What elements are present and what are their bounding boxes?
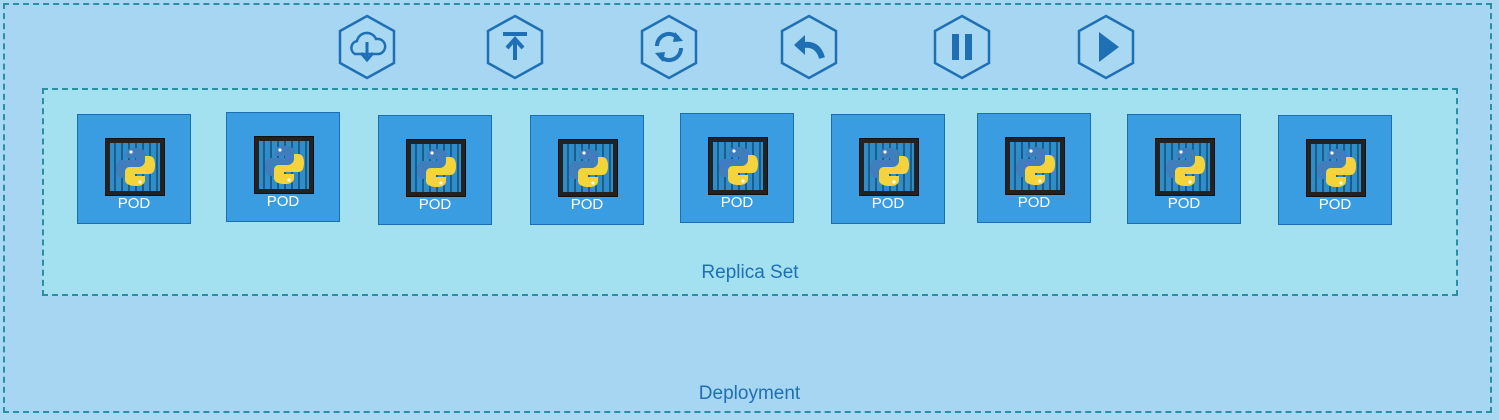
- pod-label: POD: [1017, 194, 1051, 211]
- pod-box[interactable]: POD: [530, 115, 644, 225]
- play-button[interactable]: [1075, 14, 1137, 80]
- pod-box[interactable]: POD: [77, 114, 191, 224]
- python-container-icon: [254, 136, 314, 194]
- pause-button[interactable]: [931, 14, 993, 80]
- pod-label: POD: [418, 196, 452, 213]
- python-container-icon: [708, 137, 768, 195]
- pod-label: POD: [266, 193, 300, 210]
- deployment-toolbar: [0, 14, 1499, 84]
- pod-box[interactable]: POD: [977, 113, 1091, 223]
- pod-label: POD: [1167, 195, 1201, 212]
- play-icon: [1077, 14, 1135, 80]
- python-container-icon: [105, 138, 165, 196]
- cloud-download-icon: [338, 14, 396, 80]
- pod-label: POD: [720, 194, 754, 211]
- replica-set-label: Replica Set: [701, 262, 799, 283]
- pod-box[interactable]: POD: [226, 112, 340, 222]
- refresh-button[interactable]: [638, 14, 700, 80]
- pod-label: POD: [1318, 196, 1352, 213]
- python-container-icon: [1306, 139, 1366, 197]
- python-container-icon: [1005, 137, 1065, 195]
- pod-box[interactable]: POD: [680, 113, 794, 223]
- pod-box[interactable]: POD: [1278, 115, 1392, 225]
- python-container-icon: [406, 139, 466, 197]
- pod-box[interactable]: POD: [378, 115, 492, 225]
- upload-icon: [486, 14, 544, 80]
- pause-icon: [933, 14, 991, 80]
- pod-label: POD: [117, 195, 151, 212]
- pod-box[interactable]: POD: [1127, 114, 1241, 224]
- cloud-download-button[interactable]: [336, 14, 398, 80]
- python-container-icon: [558, 139, 618, 197]
- undo-icon: [780, 14, 838, 80]
- undo-button[interactable]: [778, 14, 840, 80]
- python-container-icon: [859, 138, 919, 196]
- pod-label: POD: [570, 196, 604, 213]
- python-container-icon: [1155, 138, 1215, 196]
- upload-button[interactable]: [484, 14, 546, 80]
- deployment-label: Deployment: [698, 383, 801, 404]
- refresh-icon: [640, 14, 698, 80]
- pod-label: POD: [871, 195, 905, 212]
- pod-box[interactable]: POD: [831, 114, 945, 224]
